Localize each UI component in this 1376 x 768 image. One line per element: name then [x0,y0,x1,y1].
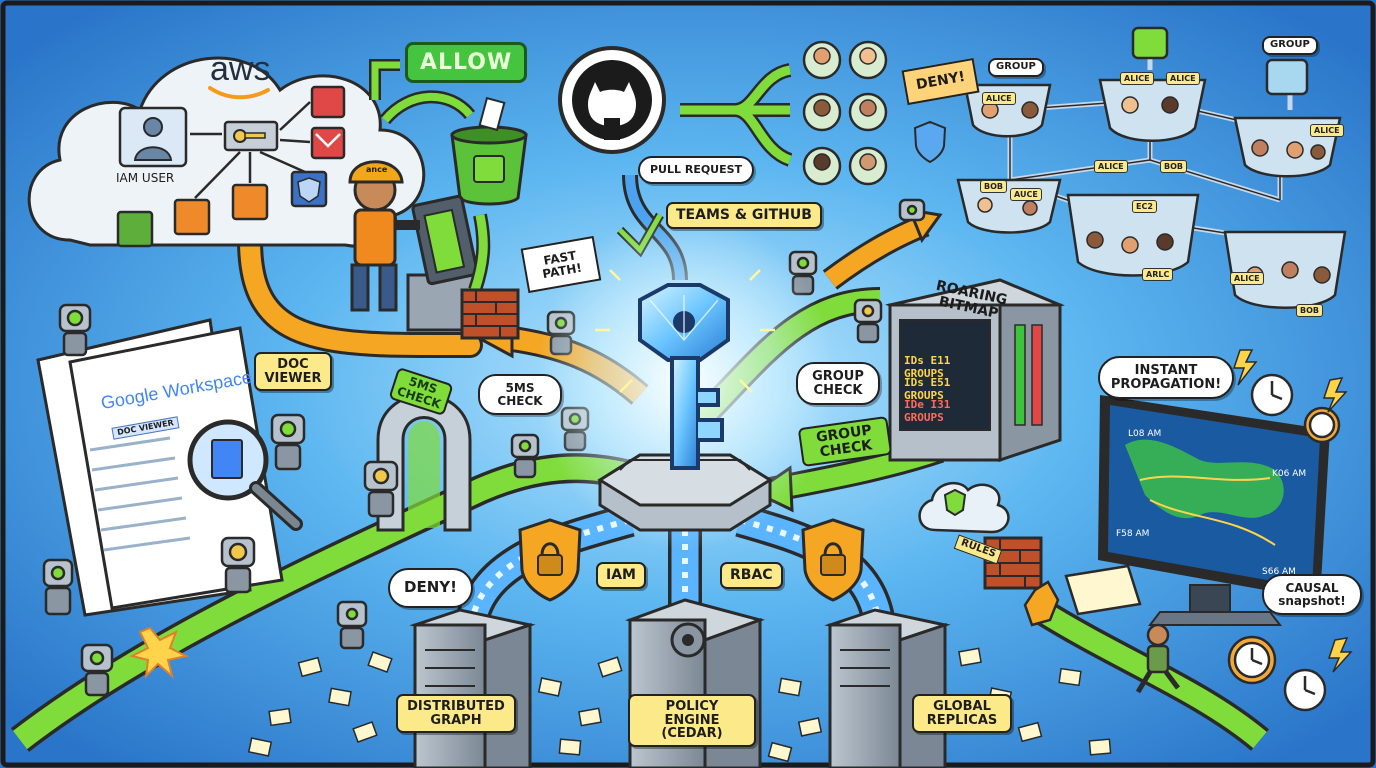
aws-cloud [27,56,426,248]
key-sparkles [595,269,775,393]
clock-time-3: F58 AM [1116,529,1150,539]
iam-user-label: IAM USER [116,171,175,185]
bitmap-row-3: IDe I31 GROUPS [904,398,951,424]
world-monitor [1098,395,1330,626]
policy-engine-label: POLICY ENGINE (CEDAR) [628,694,756,747]
helmet-text: ance [366,165,388,174]
pull-request-label: PULL REQUEST [638,156,755,184]
clock-time-4: S66 AM [1262,567,1296,577]
clocks [1227,373,1341,712]
sticky-note [1064,564,1142,616]
running-person [1135,623,1180,694]
central-key [638,283,730,470]
iam-user-avatar-head [143,117,163,137]
check-arch [376,393,472,532]
aws-ec2-icon [173,198,211,236]
brick-wall-top [460,288,520,340]
impact-spark [129,626,189,679]
group-label-2: GROUP [1262,36,1318,55]
causal-snapshot-bubble: CAUSAL snapshot! [1262,574,1362,616]
deny-bottom-bubble: DENY! [388,568,473,608]
iam-label: IAM [596,562,646,589]
group-check-bubble: GROUP CHECK [796,362,880,406]
distributed-graph-label: DISTRIBUTED GRAPH [396,694,516,734]
global-replicas-label: GLOBAL REPLICAS [912,694,1012,734]
clock-time-2: K06 AM [1272,469,1307,479]
rules-cloud [918,481,1010,534]
brick-wall-right [983,536,1043,590]
aws-logo: aws [210,50,271,88]
bitmap-display: IDs E11 GROUPS IDs E51 GROUPS IDe I31 GR… [904,352,992,432]
name-tag-arlc: ARLC [1142,268,1174,281]
iam-user-avatar-body [133,146,173,161]
aws-network-icon [310,85,346,119]
shield-small [913,120,947,164]
five-ms-check-bubble: 5ms CHECK [478,374,562,416]
name-tag-alice-2: ALICE [1120,72,1154,85]
teams-github-label: TEAMS & GITHUB [666,202,822,229]
name-tag-auce: AUCE [1010,188,1042,201]
aws-s3-icon [116,210,154,248]
team-avatars [802,40,888,186]
fire-burst [1023,580,1060,627]
allow-badge: ALLOW [405,42,528,84]
name-tag-alice-4: ALICE [1310,124,1344,137]
aws-mail-icon [310,126,346,160]
pod-people [977,96,1331,284]
aws-conveyor-orange-fill [240,230,480,355]
name-tag-ec2: EC2 [1132,200,1157,213]
construction-worker [348,160,479,332]
key-hub [597,453,773,532]
name-tag-alice-6: ALICE [1230,272,1264,285]
aws-chip-icon [231,183,269,221]
github-circle [558,46,666,154]
clock-time-1: L08 AM [1128,429,1162,439]
name-tag-bob-2: BOB [980,180,1007,193]
shield-right [801,518,865,602]
shield-left [518,518,582,602]
instant-propagation-bubble: INSTANT PROPAGATION! [1098,356,1234,400]
server-graph [409,608,536,768]
aws-smile [208,86,270,100]
name-tag-alice-3: ALICE [1166,72,1200,85]
doc-viewer-callout: DOC VIEWER [254,352,332,392]
name-tag-bob-3: BOB [1296,304,1323,317]
bitmap-row-1: IDs E11 GROUPS [904,354,951,380]
name-tag-bob-1: BOB [1160,160,1187,173]
name-tag-alice-1: ALICE [982,92,1016,105]
group-pods [956,26,1347,309]
server-replicas [824,608,951,768]
bitmap-row-2: IDs E51 GROUPS [904,376,951,402]
rbac-label: RBAC [720,562,783,589]
green-conveyor-right-fill [1034,601,1267,749]
roaring-bitmap-server [885,278,1065,463]
flying-envelopes [247,647,1112,763]
name-tag-alice-5: ALICE [1094,160,1128,173]
group-label-1: GROUP [988,58,1044,77]
lightning-bolts [1232,349,1353,673]
